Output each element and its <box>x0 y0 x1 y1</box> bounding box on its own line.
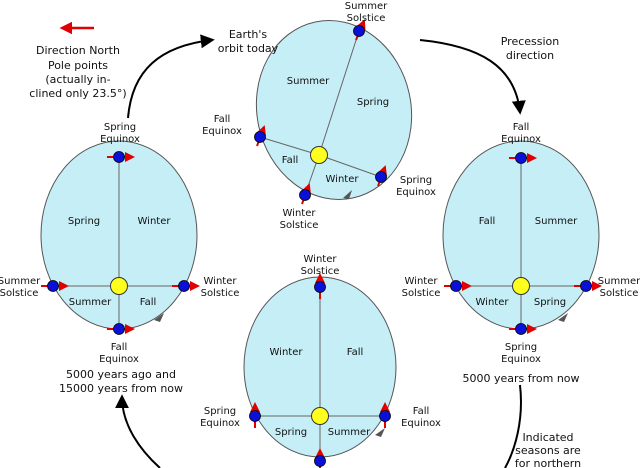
orbit-5000-years-from-now: Fall Equinox Winter Solstice Summer Sols… <box>402 122 640 385</box>
top-season-winter: Winter <box>326 174 360 185</box>
right-caption: 5000 years from now <box>462 372 579 385</box>
top-caption-1: Earth's <box>229 28 268 41</box>
top-caption-2: orbit today <box>218 42 279 55</box>
legend-line-1: Direction North <box>36 44 120 57</box>
earth-icon <box>299 183 311 205</box>
top-fall-equinox-2: Equinox <box>202 126 242 137</box>
orbit-today-axis-1 <box>318 30 360 156</box>
earth-icon <box>379 402 391 428</box>
top-spring-equinox-1: Spring <box>400 175 432 186</box>
earth-icon <box>375 165 387 187</box>
orbit-direction-icon <box>154 313 164 322</box>
left-season-fall: Fall <box>140 297 157 308</box>
orbit-5000-years-ago: Spring Equinox Summer Solstice Winter So… <box>0 122 239 395</box>
flow-arrow-right-to-bottom <box>504 384 522 468</box>
left-winter-solstice-1: Winter <box>204 276 238 287</box>
right-spring-equinox-2: Equinox <box>501 354 541 365</box>
note-line-3: for northern <box>515 457 581 468</box>
top-winter-solstice-2: Solstice <box>280 220 319 231</box>
earth-icon <box>314 273 326 299</box>
left-season-winter: Winter <box>138 216 172 227</box>
orbit-today: Earth's orbit today Summer Solstice Fall… <box>202 1 436 231</box>
right-fall-equinox-1: Fall <box>513 122 530 133</box>
bottom-fall-equinox-1: Fall <box>413 406 430 417</box>
legend-line-4: clined only 23.5°) <box>29 87 126 100</box>
left-fall-equinox-2: Equinox <box>99 354 139 365</box>
earth-icon <box>107 151 135 163</box>
earth-icon <box>353 19 366 41</box>
left-spring-equinox-2: Equinox <box>100 134 140 145</box>
legend-line-2: Pole points <box>48 59 108 72</box>
orbit-direction-icon <box>375 428 385 437</box>
right-winter-solstice-1: Winter <box>405 276 439 287</box>
legend-line-3: (actually in- <box>45 73 110 86</box>
right-season-summer: Summer <box>535 216 578 227</box>
flow-arrow-bottom-to-left <box>115 394 161 468</box>
right-summer-solstice-2: Solstice <box>600 288 639 299</box>
left-winter-solstice-2: Solstice <box>201 288 240 299</box>
right-season-fall: Fall <box>479 216 496 227</box>
orbit-bottom: Winter Solstice Spring Equinox Fall Equi… <box>200 254 441 468</box>
bottom-spring-equinox-2: Equinox <box>200 418 240 429</box>
orbit-today-axis-4 <box>318 154 382 178</box>
bottom-season-fall: Fall <box>347 347 364 358</box>
earth-icon <box>107 323 135 335</box>
top-season-fall: Fall <box>282 155 299 166</box>
bottom-winter-solstice-1: Winter <box>304 254 338 265</box>
sun-icon <box>310 146 328 164</box>
precession-line-2: direction <box>506 49 554 62</box>
top-season-spring: Spring <box>357 97 389 108</box>
earth-icon <box>444 280 472 292</box>
earth-icon <box>254 125 266 147</box>
flow-arrow-left-to-top <box>127 34 215 119</box>
precession-line-1: Precession <box>501 35 560 48</box>
orbit-direction-icon <box>558 313 568 322</box>
right-season-spring: Spring <box>534 297 566 308</box>
bottom-fall-equinox-2: Equinox <box>401 418 441 429</box>
orbit-today-axis-3 <box>259 136 320 156</box>
earth-icon <box>509 152 537 164</box>
left-summer-solstice-1: Summer <box>0 276 41 287</box>
left-caption-1: 5000 years ago and <box>66 368 176 381</box>
sun-icon <box>110 277 128 295</box>
sun-icon <box>512 277 530 295</box>
top-fall-equinox-1: Fall <box>214 114 231 125</box>
bottom-season-winter: Winter <box>270 347 304 358</box>
earth-icon <box>574 280 602 292</box>
left-season-spring: Spring <box>68 216 100 227</box>
right-spring-equinox-1: Spring <box>505 342 537 353</box>
bottom-season-spring: Spring <box>275 427 307 438</box>
earth-icon <box>249 402 261 428</box>
left-spring-equinox-1: Spring <box>104 122 136 133</box>
right-summer-solstice-1: Summer <box>598 276 640 287</box>
note-line-2: seasons are <box>515 444 581 457</box>
note-line-1: Indicated <box>522 431 573 444</box>
top-summer-solstice-1: Summer <box>345 1 388 12</box>
bottom-winter-solstice-2: Solstice <box>301 266 340 277</box>
flow-arrow-top-to-right <box>419 39 526 115</box>
left-caption-2: 15000 years from now <box>59 382 183 395</box>
right-fall-equinox-2: Equinox <box>501 134 541 145</box>
right-winter-solstice-2: Solstice <box>402 288 441 299</box>
top-spring-equinox-2: Equinox <box>396 187 436 198</box>
right-season-winter: Winter <box>476 297 510 308</box>
earth-icon <box>172 280 200 292</box>
bottom-spring-equinox-1: Spring <box>204 406 236 417</box>
top-winter-solstice-1: Winter <box>283 208 317 219</box>
earth-icon <box>509 323 537 335</box>
earth-icon <box>314 448 326 468</box>
orbit-direction-icon <box>343 190 352 199</box>
left-fall-equinox-1: Fall <box>111 342 128 353</box>
left-summer-solstice-2: Solstice <box>0 288 38 299</box>
bottom-season-summer: Summer <box>328 427 371 438</box>
sun-icon <box>311 407 329 425</box>
earth-icon <box>41 280 69 292</box>
top-summer-solstice-2: Solstice <box>347 13 386 24</box>
left-season-summer: Summer <box>69 297 112 308</box>
top-season-summer: Summer <box>287 76 330 87</box>
